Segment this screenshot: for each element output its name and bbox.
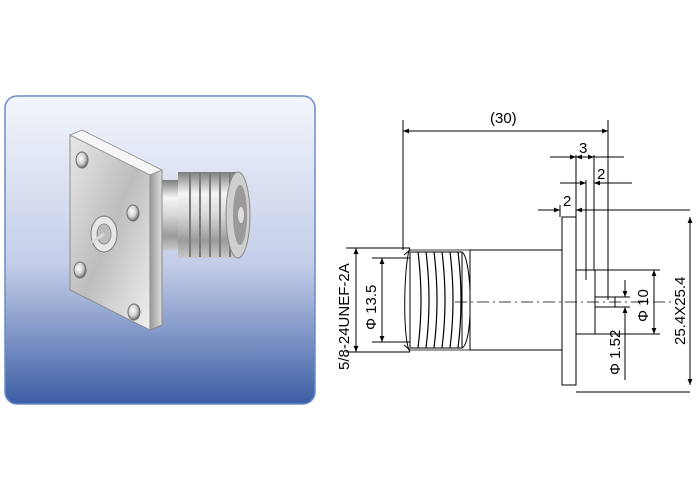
label-flange-thickness: 2 (563, 193, 571, 210)
connector-flange (68, 129, 164, 331)
mount-hole-bottom-left (73, 261, 87, 279)
label-thread-spec: 5/8-24UNEF-2A (336, 263, 353, 370)
center-pin (91, 232, 105, 244)
label-boss-diameter: Φ 10 (635, 289, 652, 322)
label-flange-size: 25.4X25.4 (672, 277, 689, 345)
flange-plate (561, 216, 577, 386)
label-pin-diameter: Φ 1.52 (607, 330, 624, 375)
mount-hole-top-left (75, 151, 89, 169)
label-pin-length: 2 (597, 166, 605, 183)
label-flange-offset: 3 (579, 140, 587, 157)
mount-hole-top-right (126, 204, 140, 222)
mount-hole-bottom-right (127, 303, 141, 321)
label-overall-length: (30) (490, 110, 517, 127)
thread-section (403, 247, 471, 353)
body-barrel (469, 249, 563, 351)
label-thread-diameter: Φ 13.5 (363, 285, 380, 330)
